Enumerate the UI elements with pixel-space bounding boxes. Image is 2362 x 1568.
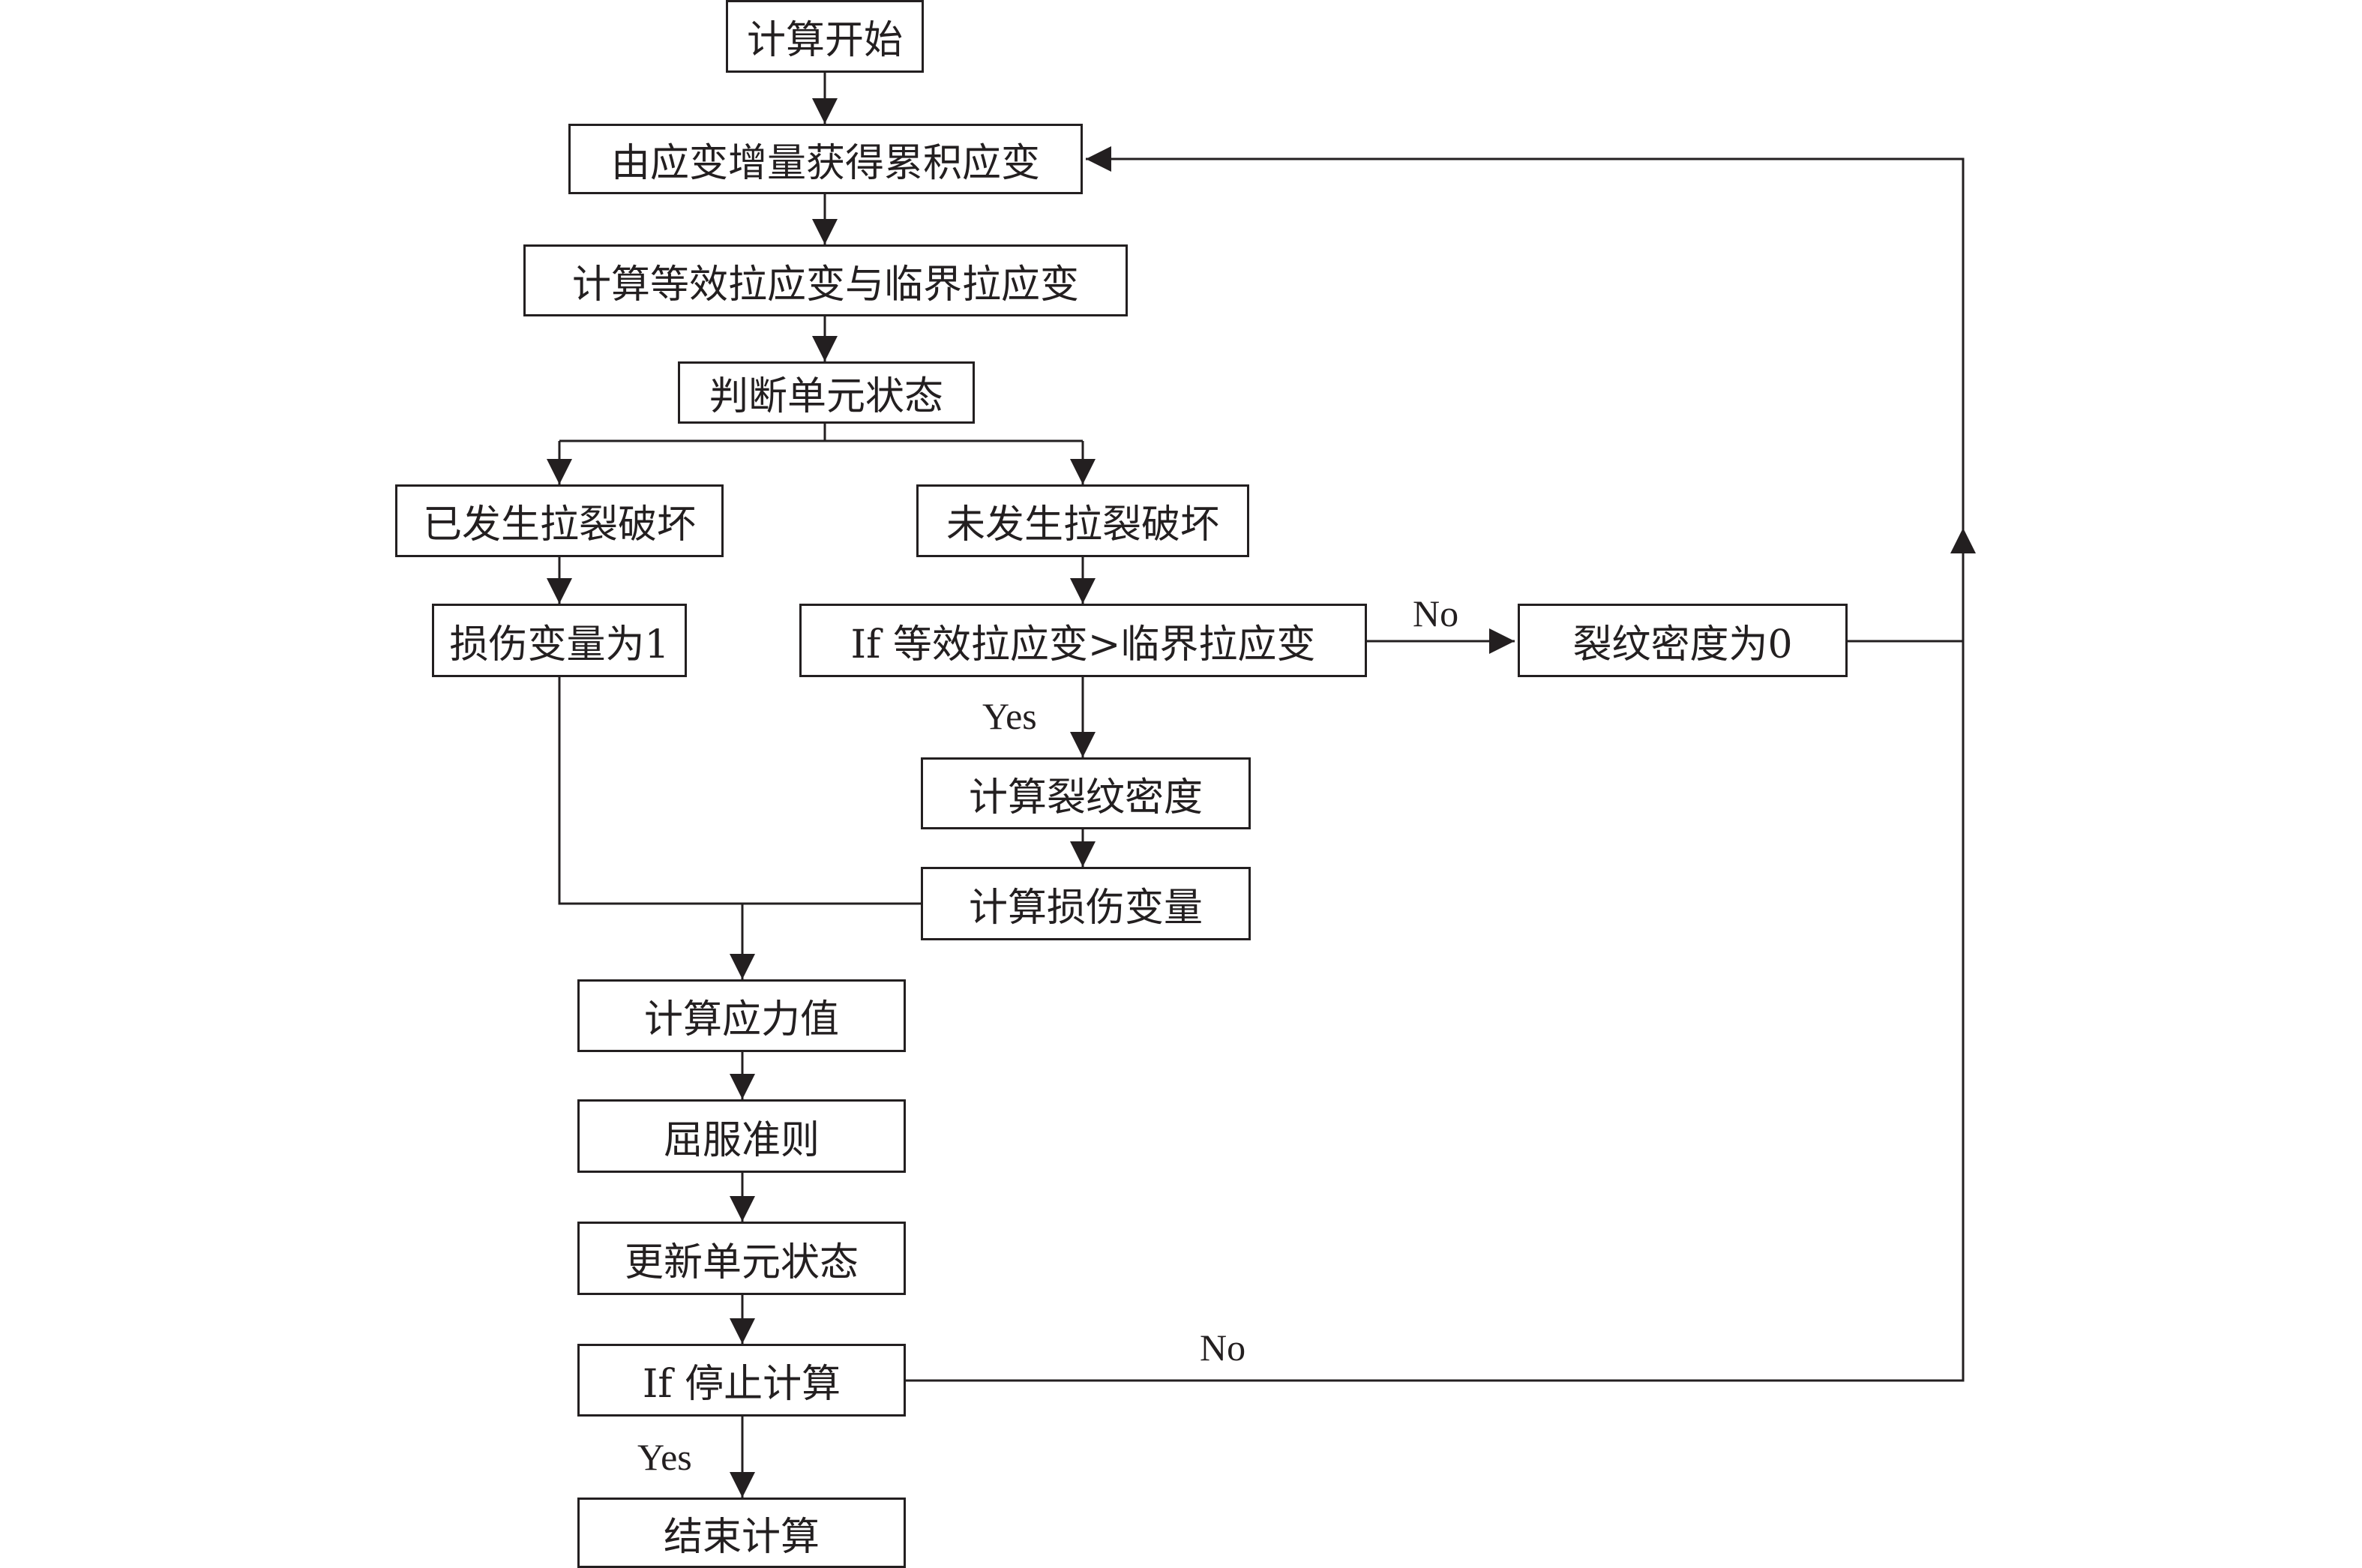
update-state-node: 更新单元状态 (577, 1222, 906, 1295)
line-ifstop-no-loop (906, 641, 1965, 1382)
label-no-stop: No (1200, 1327, 1246, 1369)
if-equiv-critical-node: If 等效拉应变>临界拉应变 (799, 604, 1367, 677)
label-yes-strain: Yes (982, 695, 1037, 737)
start-node: 计算开始 (726, 0, 924, 73)
arrow-loop-to-cumulative (1085, 145, 1965, 528)
if-stop-node: If 停止计算 (577, 1344, 906, 1417)
cracked-node: 已发生拉裂破坏 (395, 484, 724, 557)
calc-equiv-critical-node: 计算等效拉应变与临界拉应变 (523, 244, 1128, 316)
label-no-strain: No (1413, 592, 1459, 634)
yield-criterion-node: 屈服准则 (577, 1099, 906, 1173)
calc-crack-density-node: 计算裂纹密度 (921, 757, 1251, 829)
crack-density-zero-node: 裂纹密度为0 (1518, 604, 1848, 677)
line-damage-one-to-merge (558, 677, 922, 905)
calc-stress-node: 计算应力值 (577, 979, 906, 1052)
not-cracked-node: 未发生拉裂破坏 (916, 484, 1249, 557)
judge-state-node: 判断单元状态 (678, 361, 975, 424)
label-yes-stop: Yes (637, 1436, 692, 1478)
end-node: 结束计算 (577, 1498, 906, 1568)
cumulative-strain-node: 由应变增量获得累积应变 (568, 124, 1083, 194)
damage-one-node: 损伤变量为1 (432, 604, 687, 677)
calc-damage-node: 计算损伤变量 (921, 867, 1251, 940)
